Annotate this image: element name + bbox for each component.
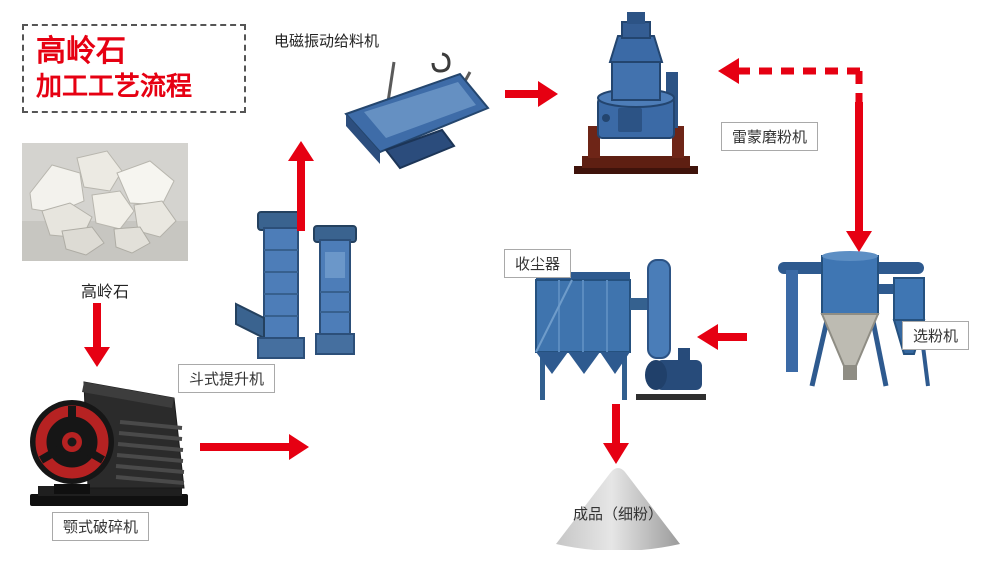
bucket-elevator-image	[234, 208, 364, 362]
arrow-return-to-mill-dashed	[718, 58, 866, 106]
title-line-1: 高岭石	[36, 35, 126, 68]
dust-collector-image	[528, 256, 708, 404]
kaolin-rocks-image	[22, 143, 188, 261]
jaw-crusher-image	[24, 366, 194, 508]
jaw-crusher-label: 颚式破碎机	[52, 512, 150, 541]
dust-collector-label: 收尘器	[504, 249, 572, 278]
arrow-collector-to-product	[603, 404, 629, 464]
arrow-feeder-to-mill	[505, 81, 558, 107]
powder-classifier-image	[770, 250, 937, 390]
raymond-mill-image	[560, 8, 712, 178]
title-box: 高岭石 加工工艺流程	[22, 24, 246, 113]
bucket-elevator-label: 斗式提升机	[178, 364, 276, 393]
arrow-kaolin-to-crusher	[84, 303, 110, 367]
finished-product-label: 成品（细粉）	[572, 506, 663, 523]
title-line-2: 加工工艺流程	[36, 71, 193, 101]
kaolin-label: 高岭石	[80, 284, 129, 301]
powder-classifier-label: 选粉机	[902, 321, 970, 350]
vibrating-feeder-label: 电磁振动给料机	[274, 33, 380, 50]
raymond-mill-label: 雷蒙磨粉机	[721, 122, 819, 151]
arrow-mill-to-classifier	[846, 102, 872, 252]
arrow-crusher-to-elevator	[200, 434, 309, 460]
vibrating-feeder-image	[338, 50, 496, 177]
finished-product-pile-image	[552, 460, 684, 550]
